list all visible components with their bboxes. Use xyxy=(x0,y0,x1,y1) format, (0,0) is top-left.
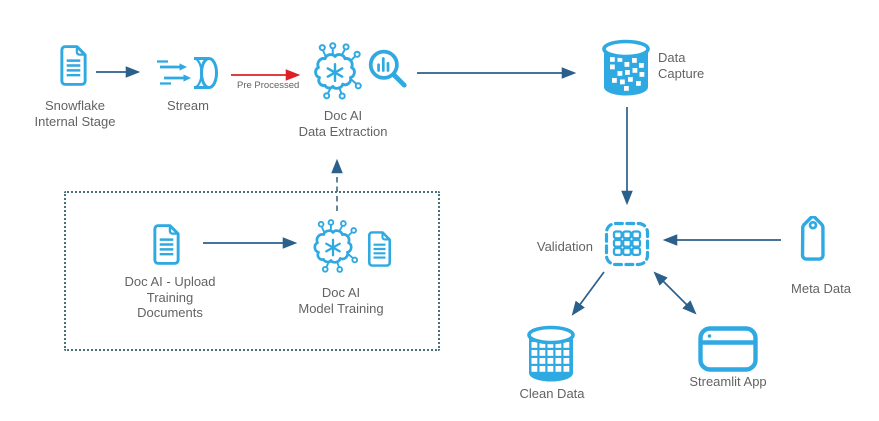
label-line: Meta Data xyxy=(791,281,851,296)
data-extraction-label: Doc AI Data Extraction xyxy=(299,108,388,139)
data-capture-label: Data Capture xyxy=(658,50,704,81)
label-line: Data Extraction xyxy=(298,123,388,139)
edge-validation-streamlit-bidirectional xyxy=(653,271,697,315)
label-line: Doc AI xyxy=(321,285,361,300)
database-grid-icon xyxy=(524,324,578,384)
ai-brain-icon xyxy=(304,218,362,276)
upload-training-docs-label: Doc AI - Upload Training Documents xyxy=(124,274,215,321)
label-line: Documents xyxy=(137,305,203,320)
label-line: Model Training xyxy=(298,300,384,316)
label-line: Streamlit App xyxy=(689,374,767,389)
label-line: Clean Data xyxy=(519,386,585,401)
edge-validation-to-cleandata xyxy=(571,271,605,316)
stream-label: Stream xyxy=(167,98,209,114)
training-group-box xyxy=(64,191,440,351)
analysis-magnifier-icon xyxy=(366,48,410,92)
document-icon xyxy=(57,44,90,87)
validation-label: Validation xyxy=(537,239,593,255)
label-line: Internal Stage xyxy=(34,113,116,129)
label-line: Capture xyxy=(658,65,705,81)
label-line: Training xyxy=(146,289,194,305)
clean-data-label: Clean Data xyxy=(519,386,584,402)
pre-processed-label: Pre Processed xyxy=(237,80,300,91)
stream-pipe-icon xyxy=(154,52,222,94)
database-mosaic-icon xyxy=(599,38,653,98)
label-line: Stream xyxy=(167,98,209,113)
label-line: Doc AI - Upload xyxy=(124,274,216,289)
tag-icon xyxy=(787,216,839,268)
label-line: Data xyxy=(658,50,686,65)
validation-grid-icon xyxy=(603,220,651,268)
streamlit-app-label: Streamlit App xyxy=(689,374,766,390)
snowflake-stage-label: Snowflake Internal Stage xyxy=(35,98,116,129)
model-training-label: Doc AI Model Training xyxy=(298,285,383,316)
label-line: Doc AI xyxy=(323,108,363,123)
label-line: Validation xyxy=(536,239,593,254)
label-line: Snowflake xyxy=(45,98,105,113)
meta-data-label: Meta Data xyxy=(791,281,851,297)
document-icon xyxy=(150,224,183,265)
document-icon xyxy=(365,229,394,269)
ai-brain-icon xyxy=(304,41,366,103)
app-window-icon xyxy=(697,325,759,373)
